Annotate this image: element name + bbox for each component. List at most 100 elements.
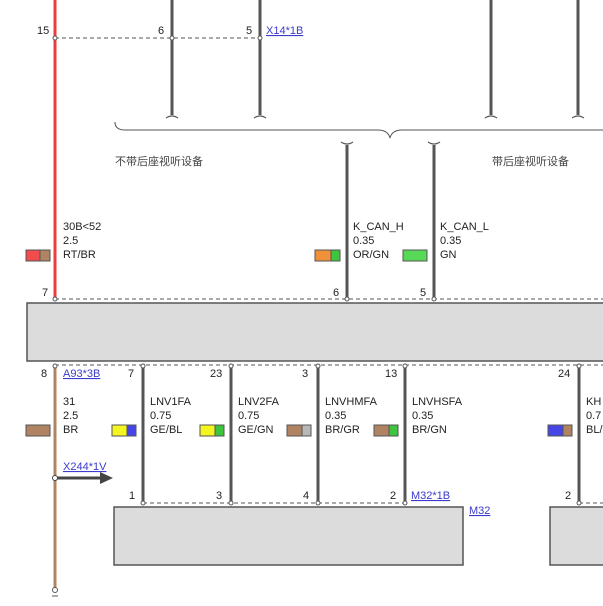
wire-label-can-l: K_CAN_L 0.35 GN	[440, 221, 489, 261]
wire-size: 2.5	[63, 410, 78, 422]
wire-color-swatch	[402, 249, 428, 262]
pin-dot	[169, 35, 175, 41]
pin-number: 23	[210, 368, 222, 380]
wire-color-swatch	[286, 424, 303, 437]
wire-color-code: BR/GN	[412, 424, 447, 436]
wire-label-31: 31 2.5 BR	[63, 396, 78, 436]
wire-end-mark	[253, 115, 267, 119]
wire-end-mark	[571, 115, 585, 119]
connector-link-m32-pin[interactable]: M32*1B	[411, 490, 450, 502]
wire-color-swatch	[388, 424, 399, 437]
wire-color-swatch	[562, 424, 573, 437]
wire-name: LNV1FA	[150, 396, 192, 408]
wire-size: 0.35	[412, 410, 433, 422]
wire-end-mark	[484, 115, 498, 119]
wire-size: 0.35	[353, 235, 374, 247]
wire-name: K_CAN_H	[353, 221, 404, 233]
pin-number: 5	[246, 25, 252, 37]
pin-dot	[315, 500, 321, 506]
connector-link-x244[interactable]: X244*1V	[63, 461, 107, 473]
wire-color-swatch	[39, 249, 51, 262]
wire-name: LNV2FA	[238, 396, 280, 408]
wire-label-lnv2fa: LNV2FA 0.75 GE/GN	[238, 396, 280, 436]
pin-dot	[257, 35, 263, 41]
wire-size: 0.75	[238, 410, 259, 422]
option-without-label: 不带后座视听设备	[115, 154, 203, 168]
wire-color-code: BR/GR	[325, 424, 360, 436]
wire-name: 31	[63, 396, 75, 408]
pin-number: 24	[558, 368, 570, 380]
wire-color-code: OR/GN	[353, 249, 389, 261]
pin-number: 3	[216, 490, 222, 502]
wire-color-swatch	[25, 249, 41, 262]
wire-name: LNVHSFA	[412, 396, 463, 408]
control-module[interactable]	[26, 302, 603, 362]
pin-dot	[52, 363, 58, 369]
pin-number: 6	[333, 287, 339, 299]
wire-name: 30B<52	[63, 221, 101, 233]
arrow-head	[100, 472, 113, 484]
pin-number: 2	[565, 490, 571, 502]
wire-label-lnv1fa: LNV1FA 0.75 GE/BL	[150, 396, 192, 436]
pin-number: 2	[390, 490, 396, 502]
splice-dot	[52, 475, 58, 481]
wire-color-swatch	[199, 424, 216, 437]
wire-color-swatch	[547, 424, 564, 437]
wire-color-swatch	[373, 424, 390, 437]
wire-color-swatch	[214, 424, 225, 437]
pin-number: 3	[302, 368, 308, 380]
wire-color-swatch	[126, 424, 137, 437]
wire-color-swatch	[111, 424, 128, 437]
wire-label-30b: 30B<52 2.5 RT/BR	[63, 221, 101, 261]
option-with-label: 带后座视听设备	[492, 154, 569, 168]
pin-dot	[576, 363, 582, 369]
wire-label-kh: KH 0.7 BL/	[586, 396, 603, 436]
pin-number: 15	[37, 25, 49, 37]
right-module[interactable]	[549, 506, 603, 566]
wire-color-code: BR	[63, 424, 78, 436]
wire-start-mark	[427, 141, 441, 145]
option-brace	[114, 121, 603, 139]
connector-link-a93[interactable]: A93*3B	[63, 368, 100, 380]
pin-dot	[52, 296, 58, 302]
pin-number: 8	[41, 368, 47, 380]
wire-color-swatch	[25, 424, 51, 437]
wire-end-dot	[52, 587, 58, 593]
pin-dot	[402, 500, 408, 506]
pin-dot	[228, 500, 234, 506]
pin-dot	[576, 500, 582, 506]
wire-color-code: RT/BR	[63, 249, 96, 261]
wire-size: 0.7	[586, 410, 601, 422]
pin-number: 7	[42, 287, 48, 299]
wire-label-lnvhmfa: LNVHMFA 0.35 BR/GR	[325, 396, 378, 436]
pin-number: 1	[129, 490, 135, 502]
pin-dot	[52, 35, 58, 41]
m32-module[interactable]	[113, 506, 464, 566]
pin-number: 13	[385, 368, 397, 380]
wire-size: 0.75	[150, 410, 171, 422]
wire-size: 2.5	[63, 235, 78, 247]
pin-dot	[315, 363, 321, 369]
wire-color-swatch	[314, 249, 332, 262]
wire-color-swatch	[301, 424, 312, 437]
pin-dot	[431, 296, 437, 302]
connector-link-x14[interactable]: X14*1B	[266, 25, 303, 37]
wire-color-code: GE/GN	[238, 424, 274, 436]
wire-name: LNVHMFA	[325, 396, 378, 408]
connector-link-m32[interactable]: M32	[469, 505, 490, 517]
pin-number: 5	[420, 287, 426, 299]
pin-dot	[140, 363, 146, 369]
pin-dot	[402, 363, 408, 369]
wire-color-code: BL/	[586, 424, 603, 436]
pin-dot	[344, 296, 350, 302]
wire-label-lnvhsfa: LNVHSFA 0.35 BR/GN	[412, 396, 463, 436]
wire-name: K_CAN_L	[440, 221, 489, 233]
wire-end-mark	[165, 115, 179, 119]
wire-color-swatch	[330, 249, 341, 262]
wire-size: 0.35	[440, 235, 461, 247]
pin-number: 7	[128, 368, 134, 380]
wire-color-code: GN	[440, 249, 457, 261]
pin-dot	[228, 363, 234, 369]
